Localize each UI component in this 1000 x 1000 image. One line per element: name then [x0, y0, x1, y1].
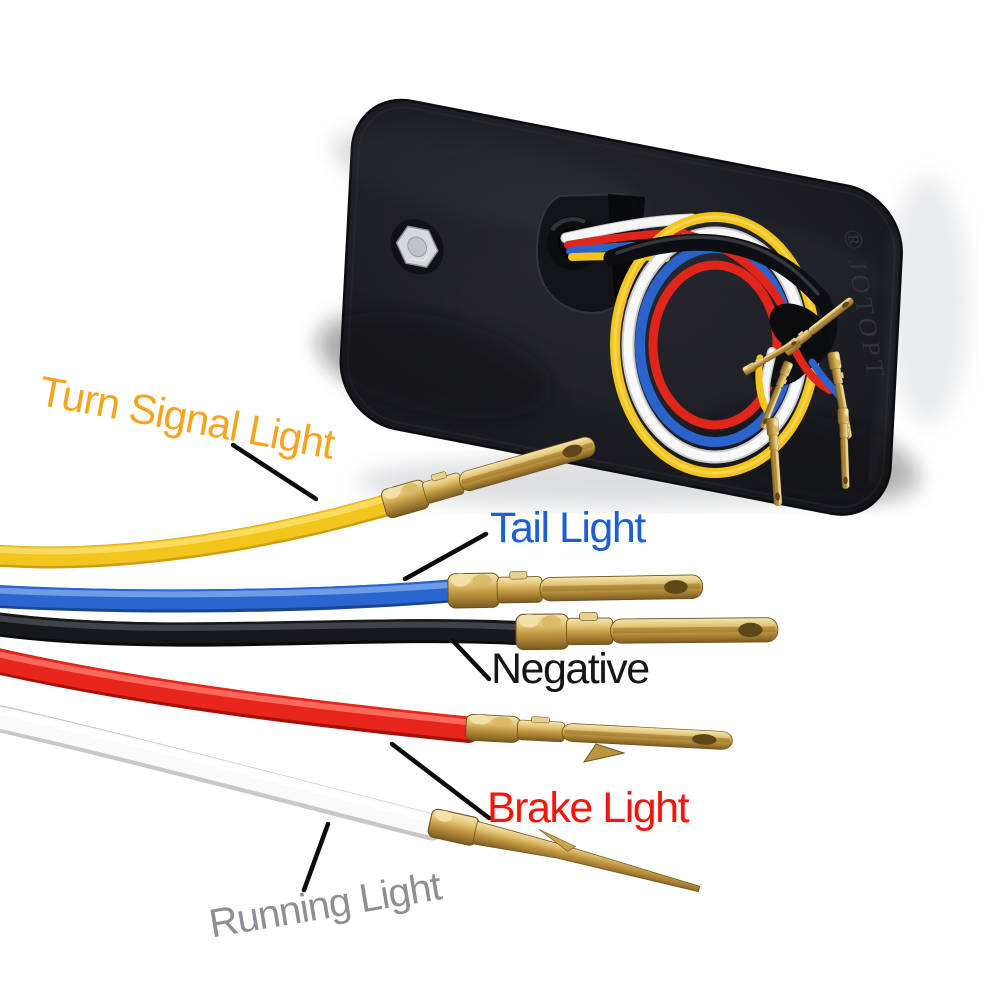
label-negative: Negative [491, 645, 650, 693]
leader-negative [450, 638, 492, 682]
negative-wire [0, 612, 530, 647]
leader-running [301, 821, 331, 893]
brake-terminal-barb [582, 743, 626, 763]
leader-brake [389, 741, 492, 821]
running-wire [0, 704, 446, 841]
negative-terminal [515, 610, 779, 651]
leader-tail [402, 531, 489, 582]
terminal-cluster [741, 294, 857, 507]
tail-terminal [447, 567, 704, 609]
turn-signal-wire [0, 495, 395, 569]
label-tail-light: Tail Light [490, 504, 646, 552]
hex-nut [390, 219, 444, 275]
tail-wire [0, 579, 462, 613]
leader-turn-signal [230, 442, 319, 502]
label-brake-light: Brake Light [487, 784, 690, 832]
brake-wire [0, 648, 481, 743]
leader-lines [230, 442, 492, 893]
